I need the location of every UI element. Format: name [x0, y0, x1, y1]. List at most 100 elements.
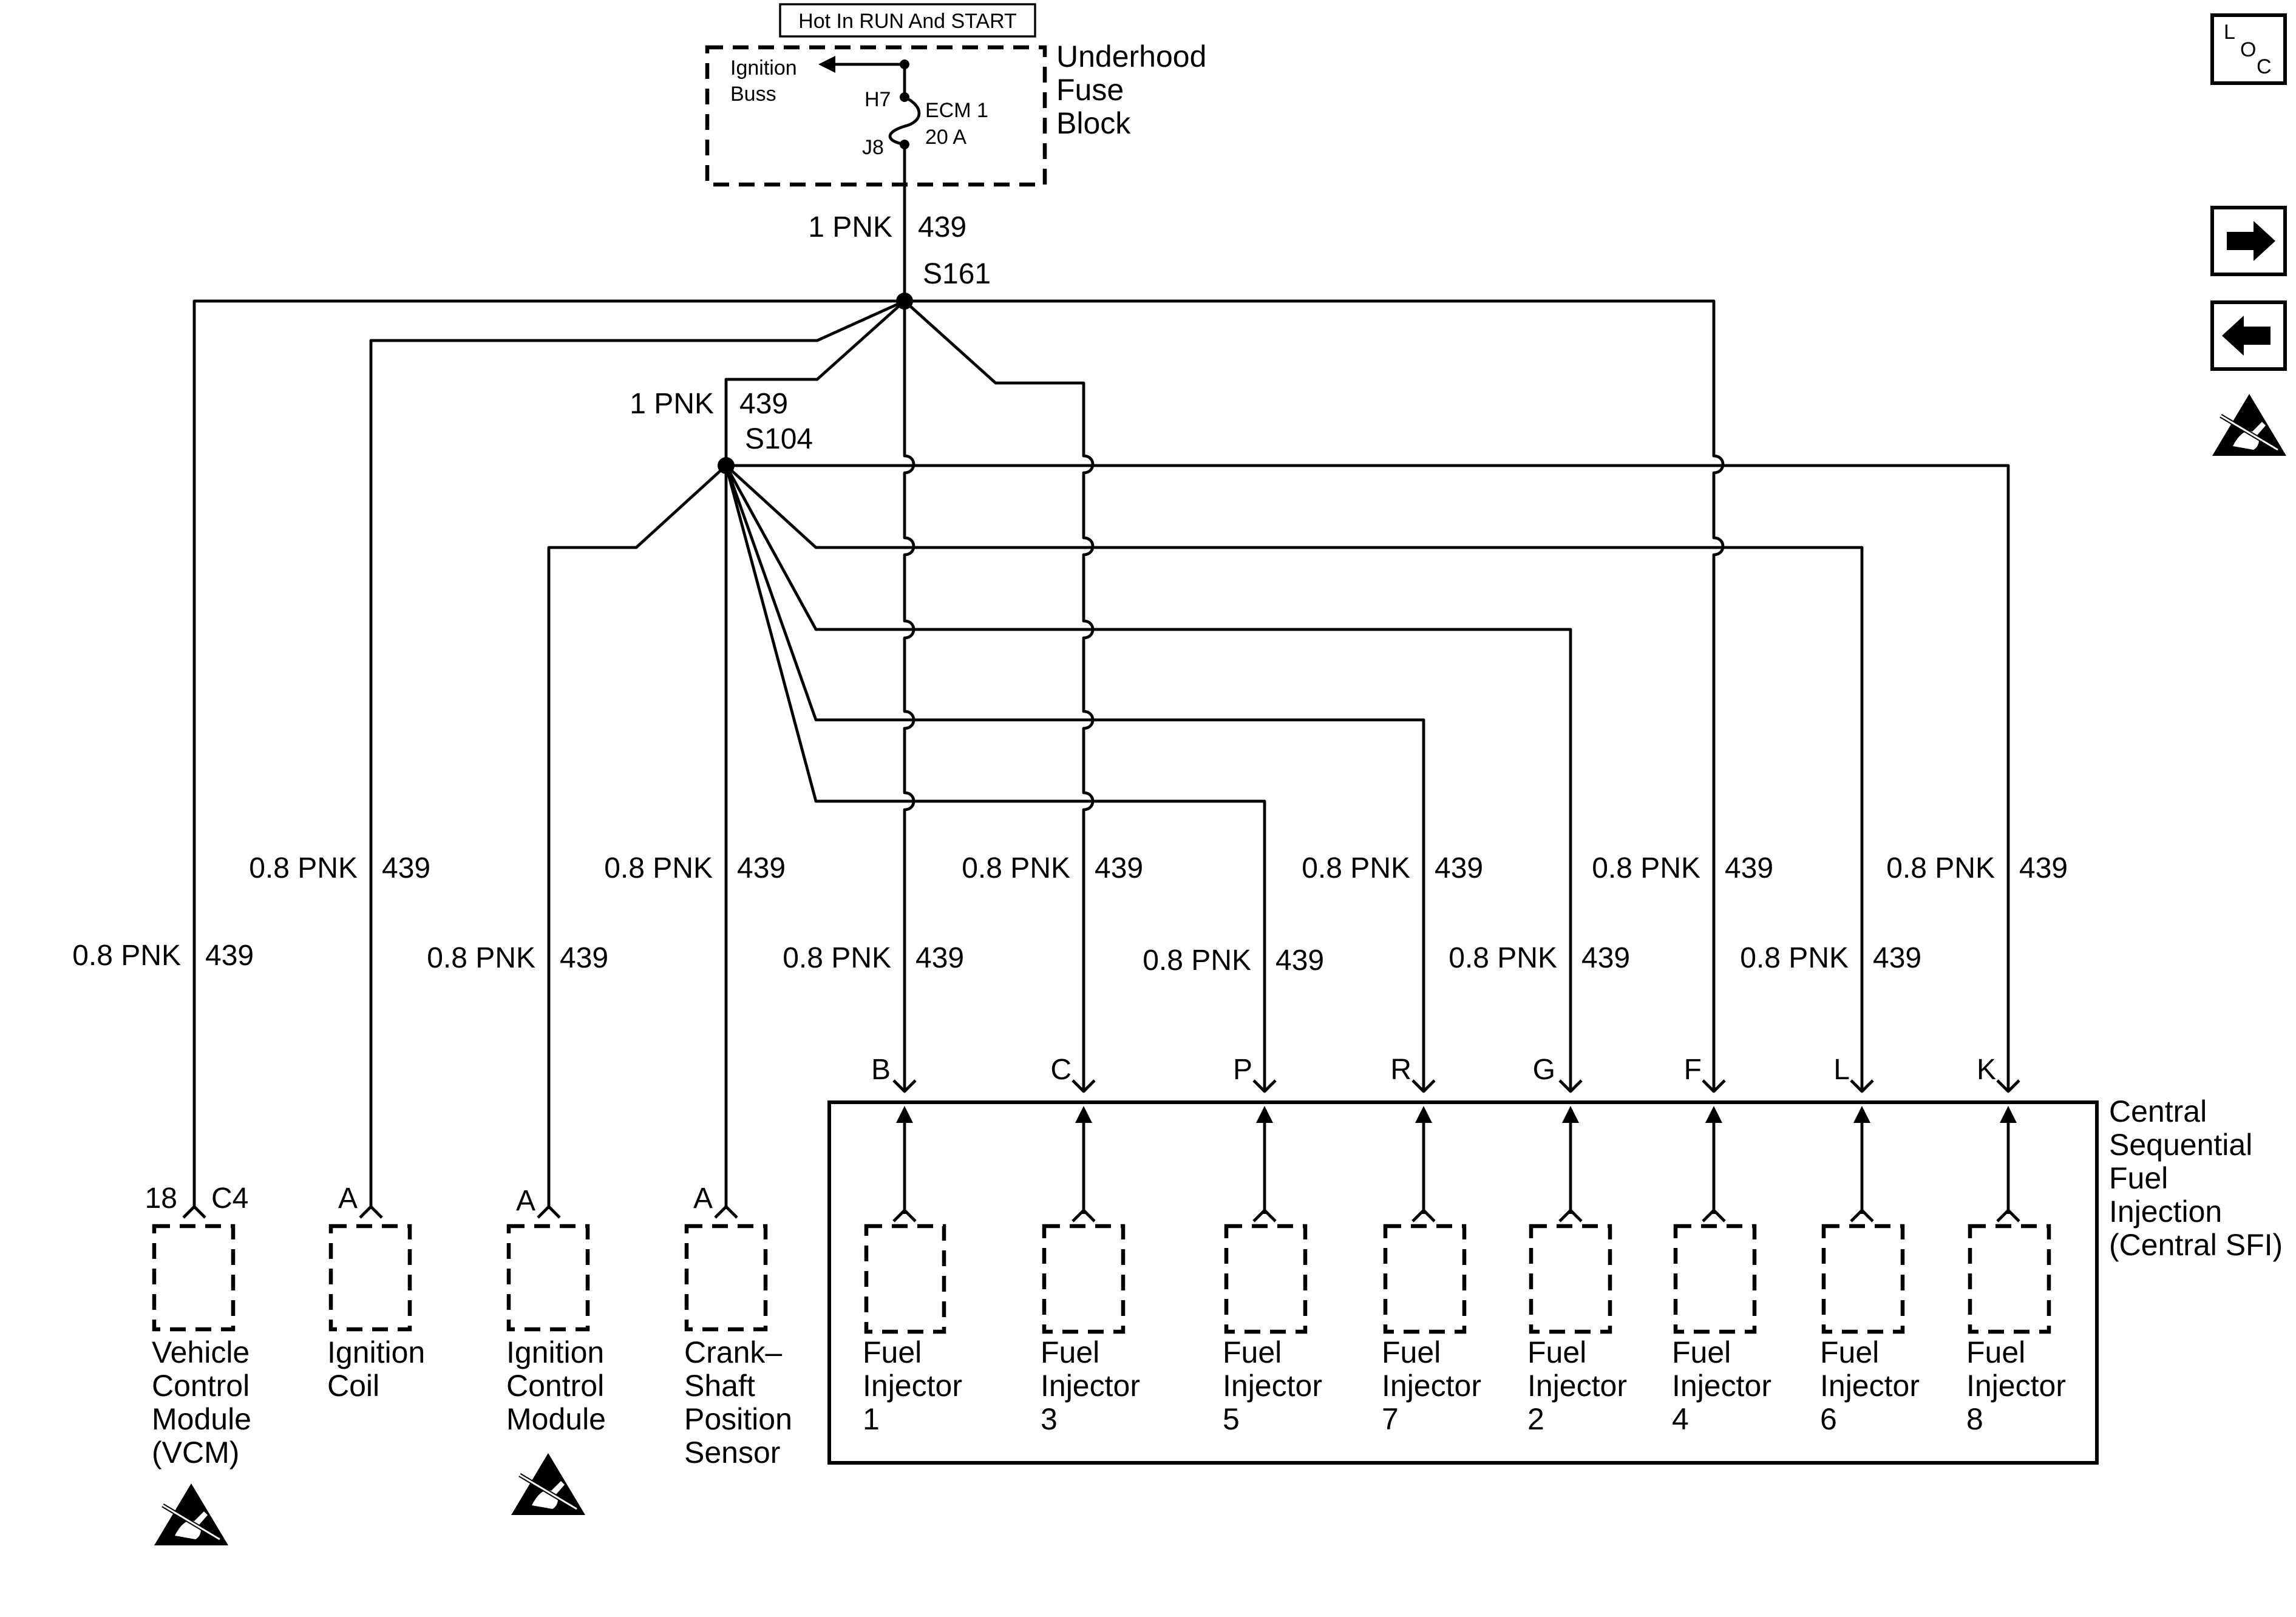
svg-text:Injection: Injection: [2109, 1195, 2222, 1229]
svg-text:439: 439: [1581, 942, 1630, 974]
svg-text:1: 1: [863, 1402, 880, 1436]
svg-text:(Central SFI): (Central SFI): [2109, 1228, 2283, 1262]
svg-text:439: 439: [1275, 944, 1324, 977]
splice-s161-dot: [896, 293, 913, 310]
svg-text:439: 439: [915, 942, 964, 974]
underhood-fuse-block: Ignition Buss H7 J8 ECM 1 20 A: [705, 45, 1047, 187]
esd-warning-icon: [511, 1453, 585, 1515]
ckp-pin: A: [693, 1182, 713, 1215]
pin-p-label: P: [1233, 1054, 1252, 1086]
pin-r-label: R: [1390, 1054, 1411, 1086]
svg-text:439: 439: [560, 942, 608, 974]
fuse-pin-h7: H7: [864, 88, 891, 111]
ignition-buss-label-2: Buss: [730, 83, 776, 106]
injector-column-3: C Fuel Injector 3: [1041, 1054, 1140, 1436]
svg-text:0.8 PNK: 0.8 PNK: [72, 940, 181, 972]
svg-text:Crank–: Crank–: [684, 1335, 782, 1369]
svg-text:439: 439: [1873, 942, 1921, 974]
wire-labels: 0.8 PNK 439 0.8 PNK 439 0.8 PNK 439 0.8 …: [72, 852, 2068, 977]
vcm-connector: C4: [211, 1182, 248, 1215]
svg-text:Injector: Injector: [1672, 1369, 1771, 1403]
svg-text:0.8 PNK: 0.8 PNK: [1592, 852, 1700, 884]
s104-branches: [547, 464, 2010, 1209]
svg-text:439: 439: [737, 852, 786, 884]
wire-to-pin-f: [905, 299, 1725, 1090]
svg-text:439: 439: [2019, 852, 2068, 884]
svg-text:Sequential: Sequential: [2109, 1128, 2252, 1162]
injector-column-5: P Fuel Injector 5: [1223, 1054, 1322, 1436]
svg-text:3: 3: [1041, 1402, 1058, 1436]
ignition-buss-arrow-icon: [818, 56, 835, 73]
svg-text:Vehicle: Vehicle: [152, 1335, 250, 1369]
esd-warning-icon[interactable]: [2212, 394, 2286, 456]
svg-text:Fuse: Fuse: [1056, 73, 1124, 107]
svg-text:0.8 PNK: 0.8 PNK: [1143, 944, 1251, 977]
hot-in-run-start-label: Hot In RUN And START: [798, 10, 1017, 33]
wire-to-pin-g: [724, 464, 1572, 1090]
svg-text:0.8 PNK: 0.8 PNK: [1886, 852, 1995, 884]
vcm-pin: 18: [145, 1182, 177, 1215]
svg-text:439: 439: [1725, 852, 1773, 884]
injector-column-4: F Fuel Injector 4: [1672, 1054, 1771, 1436]
fuse-pin-j8: J8: [862, 136, 884, 159]
svg-text:O: O: [2240, 38, 2256, 61]
svg-text:Injector: Injector: [1041, 1369, 1140, 1403]
wire-to-pin-k: [726, 464, 2010, 1090]
wire-to-pin-r: [724, 465, 1425, 1090]
svg-text:Ignition: Ignition: [506, 1335, 604, 1369]
splice-s104-label: S104: [745, 423, 813, 455]
next-button[interactable]: [2210, 206, 2287, 276]
fuse-element-icon: [888, 95, 921, 146]
svg-text:Central: Central: [2109, 1094, 2207, 1128]
component-ignition-control-module: A Ignition Control Module: [506, 1185, 606, 1515]
svg-text:Injector: Injector: [1527, 1369, 1627, 1403]
svg-text:C: C: [2257, 55, 2272, 78]
prev-button[interactable]: [2210, 300, 2287, 371]
pin-b-label: B: [871, 1054, 891, 1086]
svg-text:439: 439: [205, 940, 254, 972]
svg-text:Injector: Injector: [1820, 1369, 1920, 1403]
svg-text:6: 6: [1820, 1402, 1837, 1436]
central-sfi-harness: Central Sequential Fuel Injection (Centr…: [827, 1094, 2283, 1465]
svg-text:Injector: Injector: [1223, 1369, 1322, 1403]
svg-text:Fuel: Fuel: [2109, 1161, 2168, 1195]
svg-text:0.8 PNK: 0.8 PNK: [427, 942, 535, 974]
svg-text:L: L: [2224, 21, 2235, 44]
fuel-injector-7-box: [1383, 1224, 1467, 1334]
injector-column-8: K Fuel Injector 8: [1966, 1054, 2066, 1436]
fuel-injector-8-box: [1968, 1224, 2051, 1334]
main-wire-circuit: 439: [918, 211, 966, 243]
svg-text:Fuel: Fuel: [1382, 1335, 1441, 1369]
svg-text:Module: Module: [152, 1402, 251, 1436]
ignition-buss-label: Ignition: [730, 56, 797, 80]
svg-text:Injector: Injector: [1966, 1369, 2066, 1403]
fuse-name: ECM 1: [925, 99, 988, 122]
svg-text:0.8 PNK: 0.8 PNK: [962, 852, 1070, 884]
splice-s104-dot: [718, 457, 735, 474]
s161-branches: [192, 299, 1725, 1209]
component-ignition-coil: A Ignition Coil: [327, 1182, 425, 1403]
wire-to-pin-c: [903, 300, 1095, 1090]
pin-g-label: G: [1533, 1054, 1555, 1086]
icm-pin: A: [516, 1185, 535, 1217]
svg-text:5: 5: [1223, 1402, 1240, 1436]
svg-text:Fuel: Fuel: [863, 1335, 922, 1369]
svg-text:(VCM): (VCM): [152, 1436, 239, 1470]
svg-text:439: 439: [1435, 852, 1483, 884]
svg-text:8: 8: [1966, 1402, 1983, 1436]
component-vcm: 18 C4 Vehicle Control Module (VCM): [145, 1182, 251, 1545]
arrow-right-icon: [2227, 221, 2275, 261]
svg-text:439: 439: [382, 852, 430, 884]
svg-text:0.8 PNK: 0.8 PNK: [1302, 852, 1410, 884]
injector-column-2: G Fuel Injector 2: [1527, 1054, 1627, 1436]
svg-text:Coil: Coil: [327, 1369, 379, 1403]
svg-text:Fuel: Fuel: [1672, 1335, 1731, 1369]
loc-button[interactable]: L O C: [2210, 13, 2287, 85]
svg-text:Control: Control: [506, 1369, 604, 1403]
wire-to-vcm: [192, 299, 905, 1209]
wire-to-ignition-coil: [369, 299, 905, 1209]
svg-text:Block: Block: [1056, 106, 1131, 140]
svg-text:Fuel: Fuel: [1041, 1335, 1099, 1369]
pin-c-label: C: [1050, 1054, 1072, 1086]
branch-wire-circuit: 439: [739, 388, 788, 420]
